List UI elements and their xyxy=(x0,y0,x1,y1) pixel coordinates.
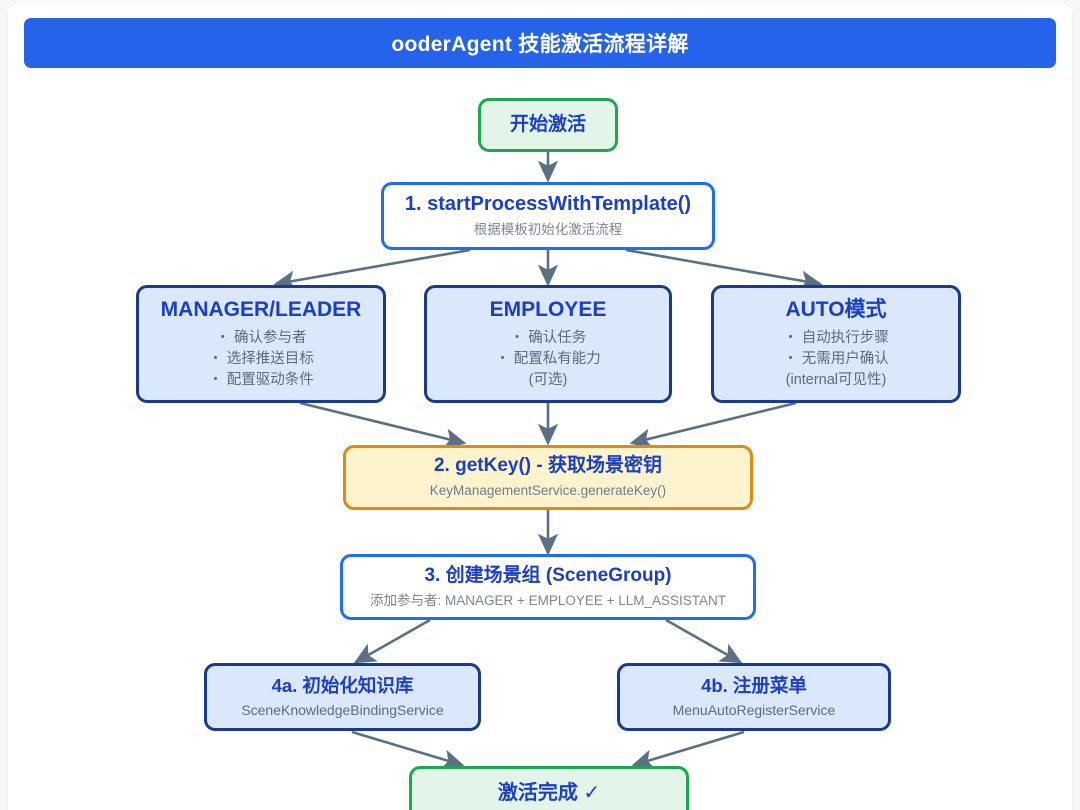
node-auto-bullet-2: ・ 无需用户确认 xyxy=(783,350,889,367)
node-auto-bullets: ・ 自动执行步骤 ・ 无需用户确认 (internal可见性) xyxy=(783,328,889,391)
node-scenegroup-subtitle: 添加参与者: MANAGER + EMPLOYEE + LLM_ASSISTAN… xyxy=(369,592,727,608)
node-employee-bullet-2: ・ 配置私有能力 xyxy=(495,350,601,367)
node-step1-title: 1. startProcessWithTemplate() xyxy=(404,193,692,216)
node-step4b-subtitle: MenuAutoRegisterService xyxy=(672,701,836,718)
node-step4a-title: 4a. 初始化知识库 xyxy=(271,674,414,696)
node-start-title: 开始激活 xyxy=(509,114,586,136)
node-step1-subtitle: 根据模板初始化激活流程 xyxy=(473,222,623,238)
node-auto-mode[interactable]: AUTO模式 ・ 自动执行步骤 ・ 无需用户确认 (internal可见性) xyxy=(711,285,961,403)
node-done-title: 激活完成 ✓ xyxy=(497,781,601,804)
node-get-key[interactable]: 2. getKey() - 获取场景密钥 KeyManagementServic… xyxy=(343,445,753,510)
node-manager-title: MANAGER/LEADER xyxy=(160,298,362,322)
node-auto-title: AUTO模式 xyxy=(785,298,887,322)
node-employee-bullet-3: (可选) xyxy=(528,371,568,388)
node-employee[interactable]: EMPLOYEE ・ 确认任务 ・ 配置私有能力 (可选) xyxy=(424,285,672,403)
node-manager-leader[interactable]: MANAGER/LEADER ・ 确认参与者 ・ 选择推送目标 ・ 配置驱动条件 xyxy=(136,285,386,403)
node-employee-bullet-1: ・ 确认任务 xyxy=(509,329,587,346)
node-employee-title: EMPLOYEE xyxy=(489,298,607,322)
page-title: ooderAgent 技能激活流程详解 xyxy=(391,33,689,56)
node-init-knowledge-base[interactable]: 4a. 初始化知识库 SceneKnowledgeBindingService xyxy=(204,663,481,731)
node-start-process-with-template[interactable]: 1. startProcessWithTemplate() 根据模板初始化激活流… xyxy=(381,182,715,250)
node-step4b-title: 4b. 注册菜单 xyxy=(701,674,807,696)
node-manager-bullet-2: ・ 选择推送目标 xyxy=(208,350,314,367)
node-auto-bullet-3: (internal可见性) xyxy=(785,371,887,388)
node-auto-bullet-1: ・ 自动执行步骤 xyxy=(783,329,889,346)
node-activation-complete[interactable]: 激活完成 ✓ xyxy=(409,766,689,810)
node-register-menu[interactable]: 4b. 注册菜单 MenuAutoRegisterService xyxy=(617,663,891,731)
node-manager-bullets: ・ 确认参与者 ・ 选择推送目标 ・ 配置驱动条件 xyxy=(208,328,314,391)
node-getkey-subtitle: KeyManagementService.generateKey() xyxy=(429,483,667,499)
node-scenegroup-title: 3. 创建场景组 (SceneGroup) xyxy=(424,564,672,586)
node-manager-bullet-3: ・ 配置驱动条件 xyxy=(208,371,314,388)
node-create-scene-group[interactable]: 3. 创建场景组 (SceneGroup) 添加参与者: MANAGER + E… xyxy=(340,554,756,620)
node-employee-bullets: ・ 确认任务 ・ 配置私有能力 (可选) xyxy=(495,328,601,391)
node-start[interactable]: 开始激活 xyxy=(478,98,618,152)
node-getkey-title: 2. getKey() - 获取场景密钥 xyxy=(433,455,663,477)
node-step4a-subtitle: SceneKnowledgeBindingService xyxy=(241,701,444,718)
page-title-bar: ooderAgent 技能激活流程详解 xyxy=(24,18,1056,68)
node-manager-bullet-1: ・ 确认参与者 xyxy=(215,329,307,346)
